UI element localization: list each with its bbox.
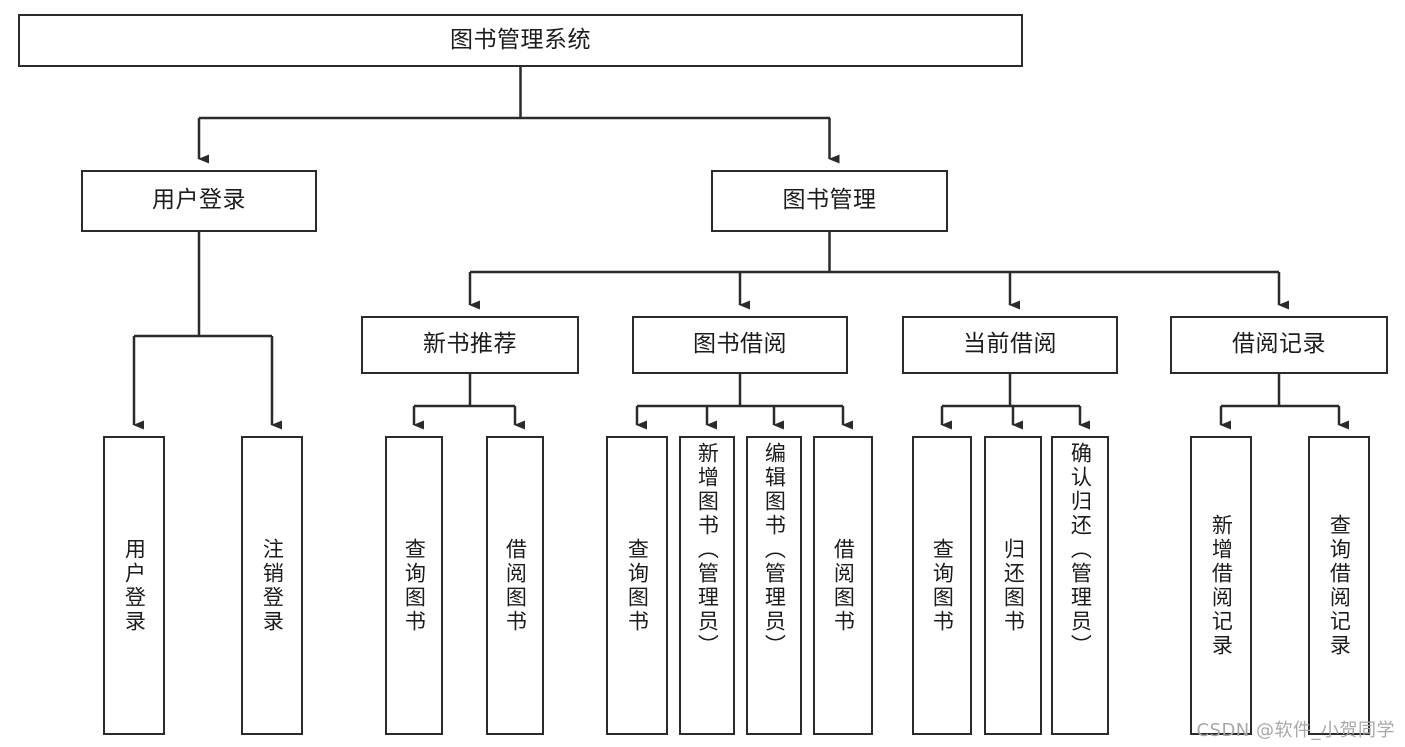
leaf-edit-book-admin[interactable]: 编辑图书（管理员） (746, 436, 802, 735)
node-user-login[interactable]: 用户登录 (81, 170, 317, 232)
leaf-logout[interactable]: 注销登录 (241, 436, 303, 735)
leaf-confirm-return-admin[interactable]: 确认归还（管理员） (1051, 436, 1109, 735)
leaf-user-login[interactable]: 用户登录 (103, 436, 165, 735)
node-label: 图书借阅 (693, 331, 787, 358)
leaf-label: 查询图书 (930, 537, 955, 634)
leaf-return-book[interactable]: 归还图书 (984, 436, 1042, 735)
node-label: 图书管理 (782, 187, 877, 214)
leaf-query-book-borrow[interactable]: 查询图书 (606, 436, 668, 735)
leaf-borrow-book-recommend[interactable]: 借阅图书 (486, 436, 544, 735)
node-label: 当前借阅 (963, 331, 1057, 358)
leaf-add-borrow-record[interactable]: 新增借阅记录 (1190, 436, 1252, 735)
leaf-label: 确认归还（管理员） (1068, 442, 1093, 658)
leaf-label: 用户登录 (122, 537, 147, 634)
leaf-borrow-book[interactable]: 借阅图书 (813, 436, 873, 735)
leaf-query-book-recommend[interactable]: 查询图书 (385, 436, 443, 735)
leaf-label: 新增图书（管理员） (695, 442, 720, 658)
node-label: 图书管理系统 (450, 26, 591, 53)
node-new-book-recommend[interactable]: 新书推荐 (361, 316, 579, 374)
leaf-label: 注销登录 (260, 537, 285, 634)
node-borrow-record[interactable]: 借阅记录 (1170, 316, 1388, 374)
leaf-label: 借阅图书 (503, 537, 528, 634)
node-current-borrow[interactable]: 当前借阅 (902, 316, 1118, 374)
node-label: 新书推荐 (423, 331, 517, 358)
leaf-label: 借阅图书 (831, 537, 856, 634)
node-label: 用户登录 (152, 187, 246, 214)
leaf-label: 归还图书 (1001, 537, 1026, 634)
leaf-label: 查询图书 (402, 537, 427, 634)
leaf-label: 查询图书 (625, 537, 650, 634)
leaf-label: 查询借阅记录 (1327, 513, 1352, 658)
leaf-label: 编辑图书（管理员） (762, 442, 787, 658)
leaf-query-borrow-record[interactable]: 查询借阅记录 (1308, 436, 1370, 735)
node-book-manage[interactable]: 图书管理 (711, 170, 948, 232)
node-label: 借阅记录 (1232, 331, 1326, 358)
leaf-add-book-admin[interactable]: 新增图书（管理员） (679, 436, 735, 735)
leaf-label: 新增借阅记录 (1209, 513, 1234, 658)
leaf-query-book-current[interactable]: 查询图书 (912, 436, 972, 735)
node-book-borrow[interactable]: 图书借阅 (632, 316, 848, 374)
node-root-system[interactable]: 图书管理系统 (18, 14, 1023, 67)
